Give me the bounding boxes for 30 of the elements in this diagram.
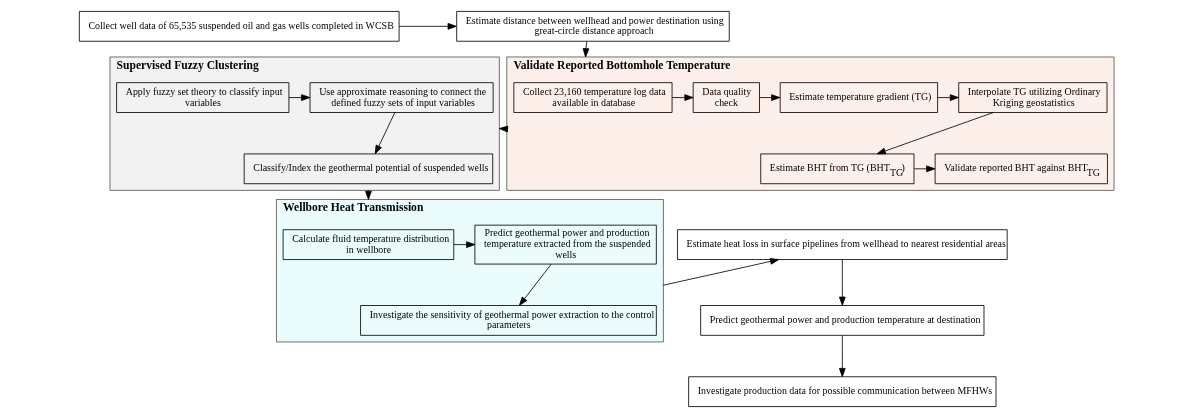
- node-box: Collect well data of 65,535 suspended oil and gas wells completed in WCSB: [78, 11, 400, 42]
- arrow: [759, 94, 781, 101]
- node-box: Predict geothermal power and production temperature at destination: [700, 305, 985, 336]
- arrow: [365, 190, 372, 200]
- node-box: Interpolate TG utilizing Ordinary Kriging geostatistics: [958, 82, 1108, 113]
- node-box: Apply fuzzy set theory to classify input variables: [116, 82, 290, 113]
- node-box: Data quality check: [692, 82, 760, 113]
- arrow: [519, 263, 552, 306]
- arrow: [937, 94, 959, 101]
- node-box: Classify/Index the geothermal potential of suspended wells: [243, 153, 494, 185]
- node-box: Collect 23,160 temperature log data available in database: [513, 82, 673, 113]
- arrow: [876, 112, 994, 155]
- arrow: [453, 241, 476, 248]
- arrow: [374, 112, 396, 155]
- arrow: [839, 335, 846, 378]
- arrow: [288, 94, 311, 101]
- node-box: Investigate the sensitivity of geothermal power extraction to the control parameters: [360, 305, 657, 336]
- arrow: [398, 23, 457, 30]
- node-box: Calculate fluid temperature distribution in wellbore: [282, 229, 455, 260]
- arrow: [913, 165, 936, 173]
- node-box: Estimate temperature gradient (TG): [779, 82, 938, 113]
- arrow: [582, 41, 590, 58]
- node-box: Use approximate reasoning to connect the defined fuzzy sets of input variables: [309, 82, 494, 113]
- node-box: Estimate distance between wellhead and power destination using great-circle distance approach: [456, 11, 730, 42]
- arrow: [839, 259, 846, 306]
- node-box: Estimate heat loss in surface pipelines from wellhead to nearest residential areas: [677, 229, 1008, 260]
- arrow: [671, 94, 694, 101]
- node-box: Investigate production data for possible communication between MFHWs: [688, 376, 997, 407]
- arrow: [662, 258, 780, 286]
- node-box: Predict geothermal power and production temperature extracted from the suspended wells: [474, 224, 657, 265]
